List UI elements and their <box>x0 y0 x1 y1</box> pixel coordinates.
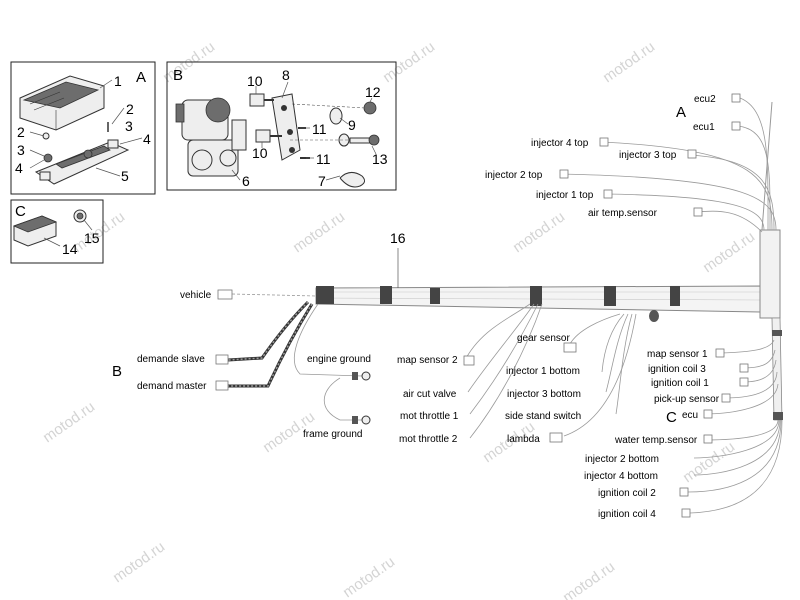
callout-5: 5 <box>121 168 129 184</box>
label-ignition-coil-1: ignition coil 1 <box>651 378 709 389</box>
clamp <box>339 172 366 188</box>
label-engine-ground: engine ground <box>307 354 371 365</box>
label-injector-1-bottom: injector 1 bottom <box>506 366 580 377</box>
callout-1: 1 <box>114 73 122 89</box>
callout-14: 14 <box>62 241 78 257</box>
middle-connectors: map sensor 2 air cut valve mot throttle … <box>397 355 475 445</box>
callout-12: 12 <box>365 84 381 100</box>
label-mot-throttle-1: mot throttle 1 <box>400 411 459 422</box>
marker-a: A <box>676 104 686 121</box>
inset-c-frame <box>10 199 104 264</box>
label-demande-slave: demande slave <box>137 354 205 365</box>
label-injector-4-bottom: injector 4 bottom <box>584 471 658 482</box>
ground-wires: engine ground frame ground <box>293 303 371 440</box>
bottom-connectors: water temp.sensor injector 2 bottom inje… <box>584 434 713 520</box>
callout-16: 16 <box>390 230 406 246</box>
callout-4: 4 <box>143 131 151 147</box>
label-water-temp-sensor: water temp.sensor <box>614 435 698 446</box>
inset-c-letter: C <box>15 203 26 220</box>
watermark: motod.ru <box>700 228 758 276</box>
bolt <box>349 134 380 146</box>
watermark: motod.ru <box>290 208 348 256</box>
throttle-body <box>175 97 247 177</box>
right-connectors: map sensor 1 ignition coil 3 ignition co… <box>647 348 749 421</box>
inset-c: C 14 15 <box>10 199 104 264</box>
harness-junction <box>759 229 781 319</box>
label-mot-throttle-2: mot throttle 2 <box>399 434 458 445</box>
label-pick-up-sensor: pick-up sensor <box>654 394 720 405</box>
callout-13: 13 <box>372 151 388 167</box>
inset-a-frame <box>10 61 156 195</box>
inset-a: A 1 2 2 3 3 4 <box>10 61 156 195</box>
label-map-sensor-1: map sensor 1 <box>647 349 708 360</box>
callout-4: 4 <box>15 160 23 176</box>
label-injector-3-top: injector 3 top <box>619 150 677 161</box>
label-air-temp-sensor: air temp.sensor <box>588 208 658 219</box>
watermark: motod.ru <box>510 208 568 256</box>
label-demand-master: demand master <box>137 381 207 392</box>
top-connectors: ecu2 ecu1 injector 4 top injector 3 top … <box>485 93 741 219</box>
label-side-stand-switch: side stand switch <box>505 411 581 422</box>
callout-6: 6 <box>242 173 250 189</box>
label-ecu2: ecu2 <box>694 94 716 105</box>
callout-10: 10 <box>252 145 268 161</box>
callout-2: 2 <box>17 124 25 140</box>
callout-15: 15 <box>84 230 100 246</box>
sensor-top <box>249 93 274 107</box>
watermark: motod.ru <box>600 38 658 86</box>
callout-11: 11 <box>316 151 331 167</box>
marker-c: C <box>666 409 677 426</box>
label-frame-ground: frame ground <box>303 429 362 440</box>
washer <box>329 107 343 125</box>
relay-unit <box>12 215 58 247</box>
watermark: motod.ru <box>340 553 398 600</box>
inset-b: B <box>166 61 397 191</box>
ecu-unit <box>19 75 105 131</box>
watermark: motod.ru <box>110 538 168 586</box>
callout-3: 3 <box>125 118 133 134</box>
callout-7: 7 <box>318 173 326 189</box>
callout-10: 10 <box>247 73 263 89</box>
inset-b-frame <box>166 61 397 191</box>
watermark: motod.ru <box>40 398 98 446</box>
inset-a-letter: A <box>136 69 146 86</box>
label-gear-sensor: gear sensor <box>517 333 570 344</box>
label-injector-4-top: injector 4 top <box>531 138 589 149</box>
mounting-plate <box>271 93 301 161</box>
callout-3: 3 <box>17 142 25 158</box>
callout-2: 2 <box>126 101 134 117</box>
marker-b: B <box>112 363 122 380</box>
label-ecu: ecu <box>682 410 698 421</box>
label-air-cut-valve: air cut valve <box>403 389 457 400</box>
label-ecu1: ecu1 <box>693 122 715 133</box>
label-map-sensor-2: map sensor 2 <box>397 355 458 366</box>
watermark: motod.ru <box>560 558 618 600</box>
inset-b-letter: B <box>173 67 183 84</box>
label-lambda: lambda <box>507 434 540 445</box>
callout-9: 9 <box>348 117 356 133</box>
label-injector-2-top: injector 2 top <box>485 170 543 181</box>
label-ignition-coil-2: ignition coil 2 <box>598 488 656 499</box>
grommet <box>83 149 93 159</box>
label-ignition-coil-3: ignition coil 3 <box>648 364 706 375</box>
left-connectors: vehicle demande slave demand master <box>137 289 314 392</box>
lower-center-connectors: gear sensor injector 1 bottom injector 3… <box>505 333 581 445</box>
label-injector-2-bottom: injector 2 bottom <box>585 454 659 465</box>
middle-branch-wires <box>463 303 659 439</box>
nut <box>363 101 377 115</box>
grommet <box>43 153 53 163</box>
sensor-bottom <box>255 129 282 143</box>
callout-11: 11 <box>312 121 327 137</box>
label-injector-3-bottom: injector 3 bottom <box>507 389 581 400</box>
top-branch-wires <box>559 97 777 233</box>
label-injector-1-top: injector 1 top <box>536 190 594 201</box>
label-vehicle: vehicle <box>180 290 212 301</box>
callout-8: 8 <box>282 67 290 83</box>
label-ignition-coil-4: ignition coil 4 <box>598 509 656 520</box>
